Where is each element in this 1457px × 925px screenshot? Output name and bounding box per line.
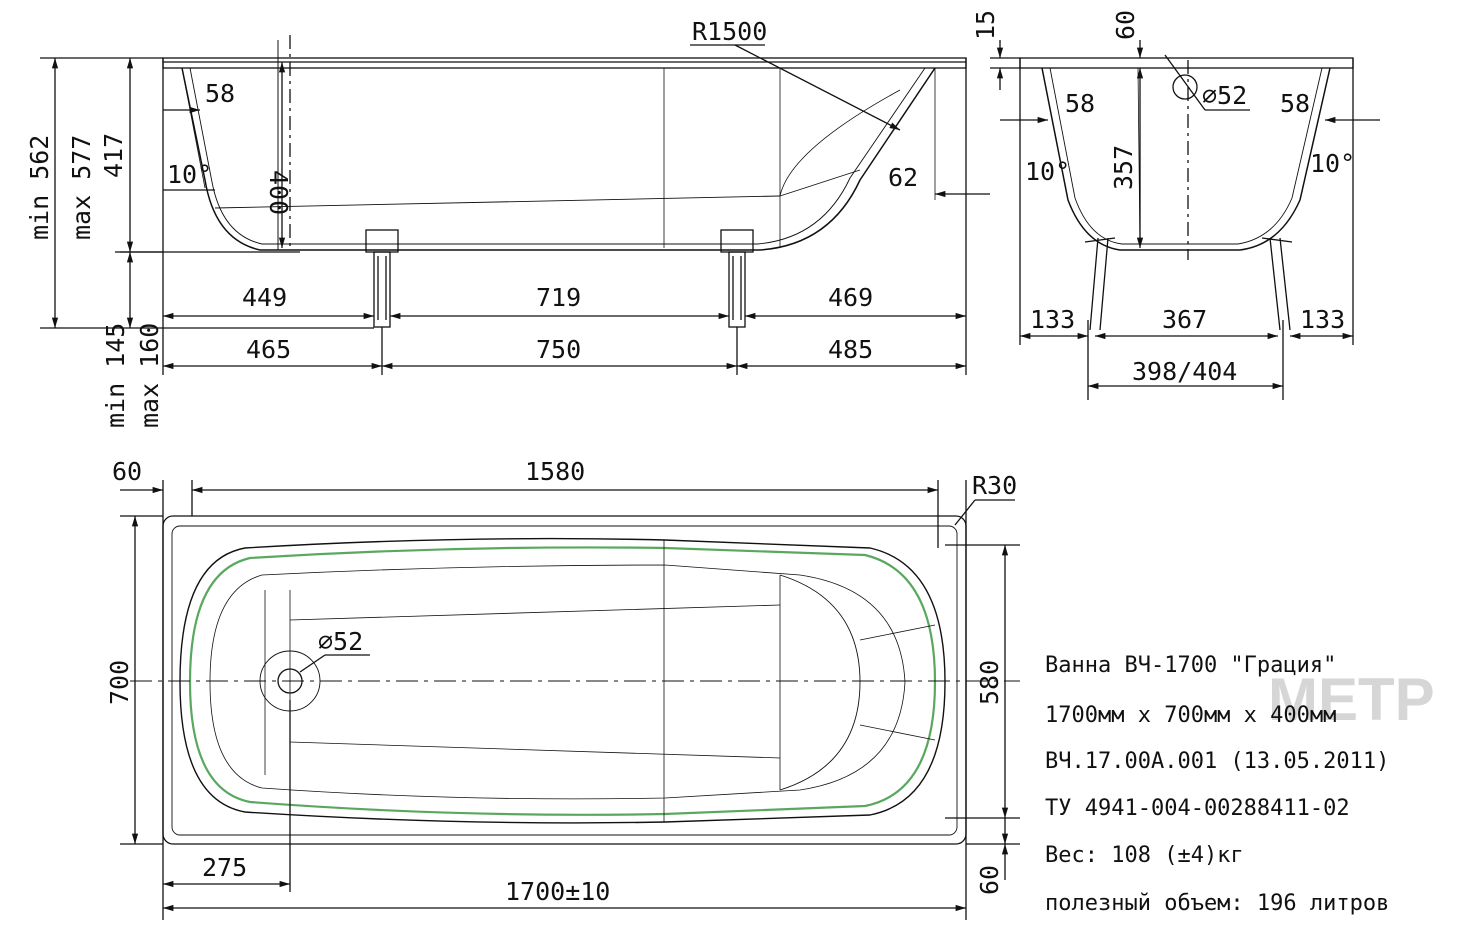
end-leg-left [1084, 237, 1116, 331]
label-end-58-right: 58 [1280, 89, 1310, 118]
spec-line-model: Ванна ВЧ-1700 "Грация" [1045, 653, 1336, 678]
label-end-133-left: 133 [1030, 305, 1075, 334]
end-view-labels: 15 60 ⌀52 58 58 10° 10° 357 133 367 133 … [971, 10, 1355, 386]
side-view [40, 35, 990, 375]
label-max-577: max 577 [67, 135, 96, 240]
label-top-1700: 1700±10 [505, 877, 610, 906]
side-rim [162, 57, 967, 69]
label-719: 719 [536, 283, 581, 312]
end-leg-right [1261, 237, 1293, 331]
label-end-398-404: 398/404 [1132, 357, 1237, 386]
side-leg-right [720, 229, 754, 328]
top-view [120, 480, 1020, 920]
label-750: 750 [536, 335, 581, 364]
label-end-58-left: 58 [1065, 89, 1095, 118]
side-leg-left [365, 229, 399, 328]
label-top-r30: R30 [972, 471, 1017, 500]
top-outer-rect [162, 515, 967, 845]
label-end-367: 367 [1162, 305, 1207, 334]
label-end-357: 357 [1109, 145, 1138, 190]
label-top-drain: ⌀52 [318, 627, 363, 656]
label-side-400: 400 [264, 170, 293, 215]
label-side-58: 58 [205, 79, 235, 108]
side-view-labels: R1500 58 400 10° 62 min 562 max 577 417 … [25, 17, 918, 428]
spec-line-standard: ТУ 4941-004-00288411-02 [1045, 796, 1350, 821]
top-inner-basin-green [188, 546, 937, 816]
label-end-15: 15 [971, 10, 1000, 40]
label-469: 469 [828, 283, 873, 312]
end-view [990, 40, 1380, 400]
label-top-275: 275 [202, 853, 247, 882]
label-end-drain: ⌀52 [1202, 81, 1247, 110]
spec-line-volume: полезный объем: 196 литров [1045, 891, 1389, 916]
spec-line-weight: Вес: 108 (±4)кг [1045, 843, 1244, 868]
label-side-10deg: 10° [167, 160, 212, 189]
label-top-700: 700 [105, 660, 134, 705]
label-end-10deg-right: 10° [1310, 149, 1355, 178]
label-end-133-right: 133 [1300, 305, 1345, 334]
label-max-160: max 160 [135, 323, 164, 428]
label-449: 449 [242, 283, 287, 312]
top-view-labels: 60 1580 R30 ⌀52 700 580 275 1700±10 60 [105, 457, 1017, 906]
end-drain [1172, 74, 1198, 100]
label-485: 485 [828, 335, 873, 364]
label-top-580: 580 [975, 660, 1004, 705]
label-top-60: 60 [112, 457, 142, 486]
watermark-logo: МЕТР [1268, 666, 1435, 733]
label-top-1580: 1580 [525, 457, 585, 486]
label-465: 465 [246, 335, 291, 364]
spec-line-code: ВЧ.17.00А.001 (13.05.2011) [1045, 749, 1389, 774]
spec-block: МЕТР Ванна ВЧ-1700 "Грация" 1700мм х 700… [1045, 653, 1435, 916]
side-body-outline [181, 67, 936, 251]
label-min-562: min 562 [25, 135, 54, 240]
label-top-60-right: 60 [975, 865, 1004, 895]
label-417: 417 [99, 133, 128, 178]
label-side-62: 62 [888, 163, 918, 192]
end-body-outline [1041, 67, 1331, 251]
label-min-145: min 145 [101, 323, 130, 428]
label-r1500: R1500 [692, 17, 767, 46]
top-inner-basin [179, 537, 946, 824]
label-end-60: 60 [1111, 10, 1140, 40]
label-end-10deg-left: 10° [1025, 157, 1070, 186]
end-rim [1019, 57, 1354, 69]
spec-line-dimensions: 1700мм х 700мм х 400мм [1045, 703, 1336, 728]
